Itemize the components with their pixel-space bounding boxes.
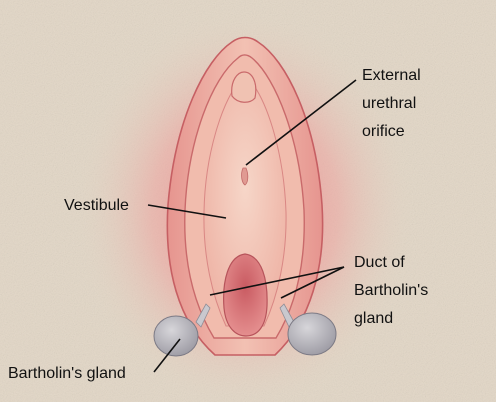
left-duct xyxy=(195,303,211,328)
label-urethral-line-1: External xyxy=(362,67,421,84)
leader-duct-left xyxy=(209,266,345,296)
label-duct-line-2: Bartholin's xyxy=(354,282,429,299)
label-urethral-line-2: urethral xyxy=(362,95,417,112)
label-bartholin-gland: Bartholin's gland xyxy=(8,365,126,382)
label-duct-line-1: Duct of xyxy=(354,254,405,271)
clitoral-glans xyxy=(231,71,257,103)
leader-urethral-orifice xyxy=(245,79,357,166)
label-duct-line-3: gland xyxy=(354,310,394,327)
leader-duct-right xyxy=(280,266,345,299)
right-bartholin-gland xyxy=(287,312,337,356)
label-urethral-orifice: External urethral orifice xyxy=(362,62,421,146)
leader-vestibule xyxy=(147,204,227,219)
urethral-orifice-mark xyxy=(241,167,249,186)
leader-gland xyxy=(153,338,181,373)
label-urethral-line-3: orifice xyxy=(362,123,405,140)
label-vestibule: Vestibule xyxy=(64,197,129,214)
vaginal-opening xyxy=(223,253,268,337)
label-duct: Duct of Bartholin's gland xyxy=(354,249,428,333)
left-bartholin-gland xyxy=(153,315,199,357)
